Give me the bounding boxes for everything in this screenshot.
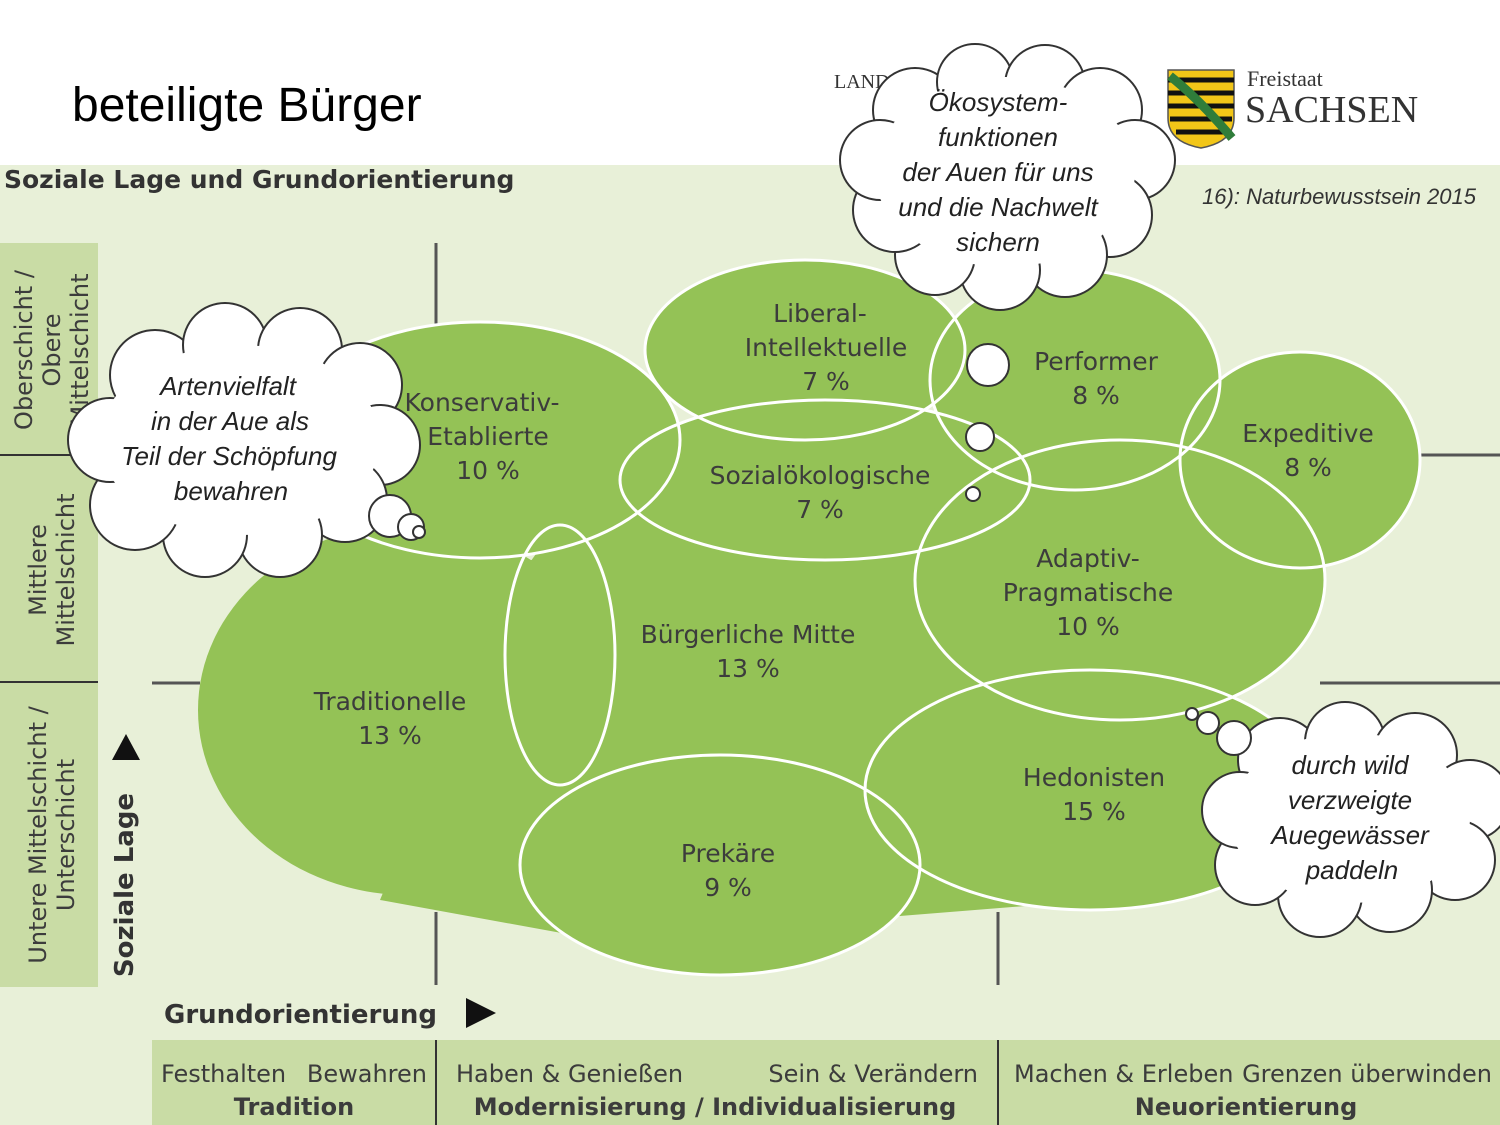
freistaat-text: Freistaat bbox=[1247, 66, 1323, 91]
svg-text:13 %: 13 % bbox=[716, 654, 780, 683]
milieu-hedonisten: Hedonisten 15 % bbox=[1023, 763, 1165, 826]
y-band-column bbox=[0, 243, 98, 987]
cloud-1-line-1: Ökosystem- bbox=[929, 87, 1068, 117]
cloud-3-line-4: paddeln bbox=[1305, 855, 1399, 885]
svg-text:Etablierte: Etablierte bbox=[427, 422, 549, 451]
panel-title: Soziale Lage und Grundorientierung bbox=[4, 165, 514, 194]
cloud-3-line-1: durch wild bbox=[1291, 750, 1410, 780]
cloud-3-line-3: Auegewässer bbox=[1269, 820, 1430, 850]
y-band-labels: Oberschicht / Obere Mittelschicht Mittle… bbox=[10, 269, 94, 964]
cloud-3-line-2: verzweigte bbox=[1288, 785, 1412, 815]
thought-cloud-paddeln: durch wild verzweigte Auegewässer paddel… bbox=[1185, 701, 1500, 938]
x-band-2-sub-1: Haben & Genießen bbox=[456, 1060, 683, 1088]
x-band-row bbox=[152, 1040, 1500, 1125]
thought-cloud-oekosystem: Ökosystem- funktionen der Auen für uns u… bbox=[839, 43, 1176, 502]
grid-lines bbox=[152, 243, 1500, 985]
y-band-1-line-3: Mittelschicht bbox=[66, 273, 94, 426]
svg-text:Liberal-: Liberal- bbox=[773, 299, 867, 328]
cloud-1-line-2: funktionen bbox=[938, 122, 1058, 152]
svg-text:10 %: 10 % bbox=[1056, 612, 1120, 641]
x-band-1-main: Tradition bbox=[234, 1093, 354, 1121]
x-band-2-sub-2: Sein & Verändern bbox=[768, 1060, 978, 1088]
svg-text:13 %: 13 % bbox=[358, 721, 422, 750]
cloud-2-line-1: Artenvielfalt bbox=[158, 371, 298, 401]
y-band-2-line-2: Mittelschicht bbox=[52, 493, 80, 646]
y-band-3-line-1: Untere Mittelschicht / bbox=[24, 705, 52, 963]
svg-text:7 %: 7 % bbox=[796, 495, 844, 524]
milieu-expeditive: Expeditive 8 % bbox=[1242, 419, 1374, 482]
x-axis-title: Grundorientierung bbox=[164, 1000, 437, 1030]
svg-text:10 %: 10 % bbox=[456, 456, 520, 485]
milieu-liberal-intellektuelle: Liberal- Intellektuelle 7 % bbox=[745, 299, 907, 396]
x-band-3-sub-1: Machen & Erleben bbox=[1014, 1060, 1233, 1088]
y-axis-title: Soziale Lage bbox=[110, 793, 140, 977]
milieu-sozialoekologische: Sozialökologische 7 % bbox=[710, 461, 931, 524]
svg-text:8 %: 8 % bbox=[1284, 453, 1332, 482]
milieu-konservativ-etablierte: Konservativ- Etablierte 10 % bbox=[405, 388, 560, 485]
slide-title: beteiligte Bürger bbox=[72, 79, 422, 132]
up-arrow-icon bbox=[112, 734, 140, 760]
saxony-crest-icon bbox=[1167, 69, 1236, 149]
cloud-2-line-4: bewahren bbox=[174, 476, 288, 506]
source-note: 16): Naturbewusstsein 2015 bbox=[1202, 184, 1477, 209]
thought-cloud-artenvielfalt: Artenvielfalt in der Aue als Teil der Sc… bbox=[67, 302, 426, 578]
cloud-2-line-2: in der Aue als bbox=[151, 406, 309, 436]
svg-text:Prekäre: Prekäre bbox=[681, 839, 775, 868]
svg-text:9 %: 9 % bbox=[704, 873, 752, 902]
x-band-1-sub-2: Bewahren bbox=[307, 1060, 427, 1088]
cloud-1-line-5: sichern bbox=[956, 227, 1040, 257]
milieu-traditionelle: Traditionelle 13 % bbox=[313, 687, 467, 750]
milieu-adaptiv-pragmatische: Adaptiv- Pragmatische 10 % bbox=[1003, 544, 1174, 641]
svg-text:Sozialökologische: Sozialökologische bbox=[710, 461, 931, 490]
x-band-2-main: Modernisierung / Individualisierung bbox=[474, 1093, 957, 1121]
svg-text:Hedonisten: Hedonisten bbox=[1023, 763, 1165, 792]
svg-text:8 %: 8 % bbox=[1072, 381, 1120, 410]
milieu-outlines bbox=[278, 258, 1422, 977]
milieu-fills bbox=[198, 260, 1420, 975]
x-band-1-sub-1: Festhalten bbox=[161, 1060, 286, 1088]
x-band-labels: Festhalten Bewahren Tradition Haben & Ge… bbox=[161, 1060, 1492, 1121]
x-band-3-sub-2: Grenzen überwinden bbox=[1242, 1060, 1492, 1088]
svg-text:15 %: 15 % bbox=[1062, 797, 1126, 826]
milieu-prekaere: Prekäre 9 % bbox=[681, 839, 775, 902]
svg-text:Traditionelle: Traditionelle bbox=[313, 687, 467, 716]
y-band-3-line-2: Unterschicht bbox=[52, 759, 80, 911]
svg-text:Intellektuelle: Intellektuelle bbox=[745, 333, 907, 362]
y-band-1-line-2: Obere bbox=[38, 314, 66, 387]
y-band-1-line-1: Oberschicht / bbox=[10, 269, 38, 430]
milieu-buergerliche-mitte: Bürgerliche Mitte 13 % bbox=[641, 620, 856, 683]
svg-text:Adaptiv-: Adaptiv- bbox=[1036, 544, 1140, 573]
y-band-2-line-1: Mittlere bbox=[24, 524, 52, 616]
svg-text:Performer: Performer bbox=[1034, 347, 1159, 376]
cloud-1-line-3: der Auen für uns bbox=[902, 157, 1093, 187]
cloud-1-line-4: und die Nachwelt bbox=[898, 192, 1099, 222]
svg-text:7 %: 7 % bbox=[802, 367, 850, 396]
svg-text:Pragmatische: Pragmatische bbox=[1003, 578, 1174, 607]
x-band-3-main: Neuorientierung bbox=[1135, 1093, 1358, 1121]
right-arrow-icon bbox=[466, 998, 496, 1028]
sachsen-text: SACHSEN bbox=[1245, 89, 1418, 131]
svg-text:Konservativ-: Konservativ- bbox=[405, 388, 560, 417]
milieu-performer: Performer 8 % bbox=[1034, 347, 1159, 410]
svg-text:Bürgerliche Mitte: Bürgerliche Mitte bbox=[641, 620, 856, 649]
cloud-2-line-3: Teil der Schöpfung bbox=[121, 441, 337, 471]
svg-text:Expeditive: Expeditive bbox=[1242, 419, 1374, 448]
